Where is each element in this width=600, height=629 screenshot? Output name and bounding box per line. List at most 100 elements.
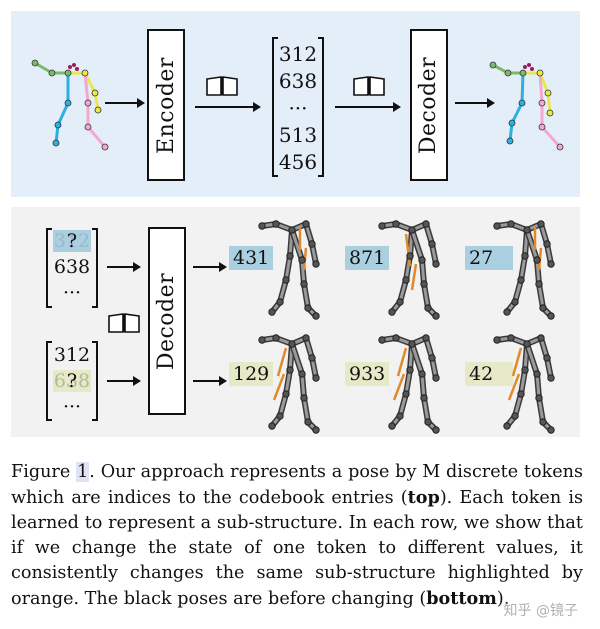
pose-joint (511, 412, 519, 420)
pose-joint (392, 334, 400, 342)
decoder-box: Decoder (410, 29, 448, 181)
input-pose-skeleton (31, 59, 109, 151)
pose-bone (284, 368, 292, 396)
pose-bone (290, 342, 304, 376)
pose-joint (272, 220, 280, 228)
row2-token-label: 42 (465, 362, 514, 386)
pose-joint (288, 226, 296, 234)
pose-joint (432, 426, 440, 434)
row2-token-vector: 312 638 ? ··· (46, 341, 98, 421)
pose-bone (537, 396, 545, 424)
pose-joint (308, 354, 316, 362)
pose-bone (535, 372, 541, 400)
pose-bone (410, 342, 424, 376)
pose-joint (282, 390, 290, 398)
row1-token-vector: 312 ? 638 ··· (46, 228, 98, 308)
pose-joint (539, 418, 547, 426)
pose-joint (507, 334, 515, 342)
pose-bone (278, 278, 288, 304)
caption-text: . Our approach represents a pose by M di… (11, 462, 584, 508)
pose-joint (547, 426, 555, 434)
pose-joint (408, 340, 416, 348)
pose-bone (422, 282, 430, 310)
pose-joint (276, 412, 284, 420)
pose-joint (432, 374, 440, 382)
pose-skeleton (258, 220, 320, 320)
pose-bone (537, 282, 545, 310)
pose-bone (300, 372, 306, 400)
pose-bone (290, 228, 304, 262)
pose-joint (432, 312, 440, 320)
token-vector: 312 638 ··· 513 456 (272, 37, 324, 177)
pose-joint (547, 260, 555, 268)
pose-bone (300, 258, 306, 286)
pose-joint (418, 370, 426, 378)
pose-joint (539, 304, 547, 312)
pose-bone (525, 228, 539, 262)
pose-joint (424, 418, 432, 426)
pose-joint (396, 298, 404, 306)
highlighted-bone (396, 347, 408, 377)
highlighted-bone (410, 263, 418, 291)
pose-bone (420, 258, 426, 286)
pose-joint (422, 334, 430, 342)
highlighted-bone (276, 347, 288, 377)
token-ellipsis: ··· (62, 282, 82, 304)
token-value: 456 (278, 150, 318, 174)
pose-joint (424, 304, 432, 312)
pose-joint (420, 280, 428, 288)
pose-bone (284, 254, 292, 282)
row2-token-label: 129 (229, 362, 274, 386)
pose-joint (286, 252, 294, 260)
output-pose-skeleton (489, 61, 564, 151)
pose-joint (420, 394, 428, 402)
pose-joint (535, 280, 543, 288)
pose-joint (547, 312, 555, 320)
pose-joint (533, 370, 541, 378)
pose-joint (543, 240, 551, 248)
watermark: 知乎 @镜子 (503, 603, 578, 619)
pose-joint (312, 374, 320, 382)
question-mark: ? (66, 230, 78, 252)
pose-joint (312, 426, 320, 434)
arrow-icon (107, 376, 141, 386)
pose-joint (298, 256, 306, 264)
decoder-box: Decoder (148, 227, 186, 415)
pose-skeleton (493, 220, 555, 320)
pose-joint (511, 298, 519, 306)
pose-joint (282, 276, 290, 284)
pose-skeleton (378, 334, 440, 434)
pose-bone (410, 228, 424, 262)
pose-joint (300, 394, 308, 402)
caption-text: ). (496, 589, 510, 609)
pose-joint (507, 220, 515, 228)
token-value: 638 (278, 69, 318, 93)
pose-joint (276, 298, 284, 306)
book-icon (108, 313, 140, 333)
row1-token-label: 27 (465, 246, 514, 270)
pose-bone (302, 396, 310, 424)
token-ellipsis: ··· (288, 96, 308, 120)
pose-bone (519, 368, 527, 396)
arrow-icon (105, 98, 145, 108)
pose-bone (398, 278, 408, 304)
pose-joint (300, 280, 308, 288)
book-icon (206, 76, 238, 96)
book-icon (353, 76, 385, 96)
pose-joint (523, 340, 531, 348)
pose-joint (378, 336, 386, 344)
pose-bone (398, 392, 408, 418)
arrow-icon (335, 102, 401, 112)
pose-joint (428, 240, 436, 248)
pose-joint (535, 394, 543, 402)
pose-joint (302, 334, 310, 342)
token-ellipsis: ··· (62, 396, 82, 418)
pose-skeleton (378, 220, 440, 320)
pose-skeleton (258, 334, 320, 434)
figure-number[interactable]: 1 (76, 462, 90, 482)
pose-joint (493, 222, 501, 230)
pose-joint (388, 422, 396, 430)
masked-token-value: 638 (52, 370, 92, 392)
pose-bone (302, 282, 310, 310)
